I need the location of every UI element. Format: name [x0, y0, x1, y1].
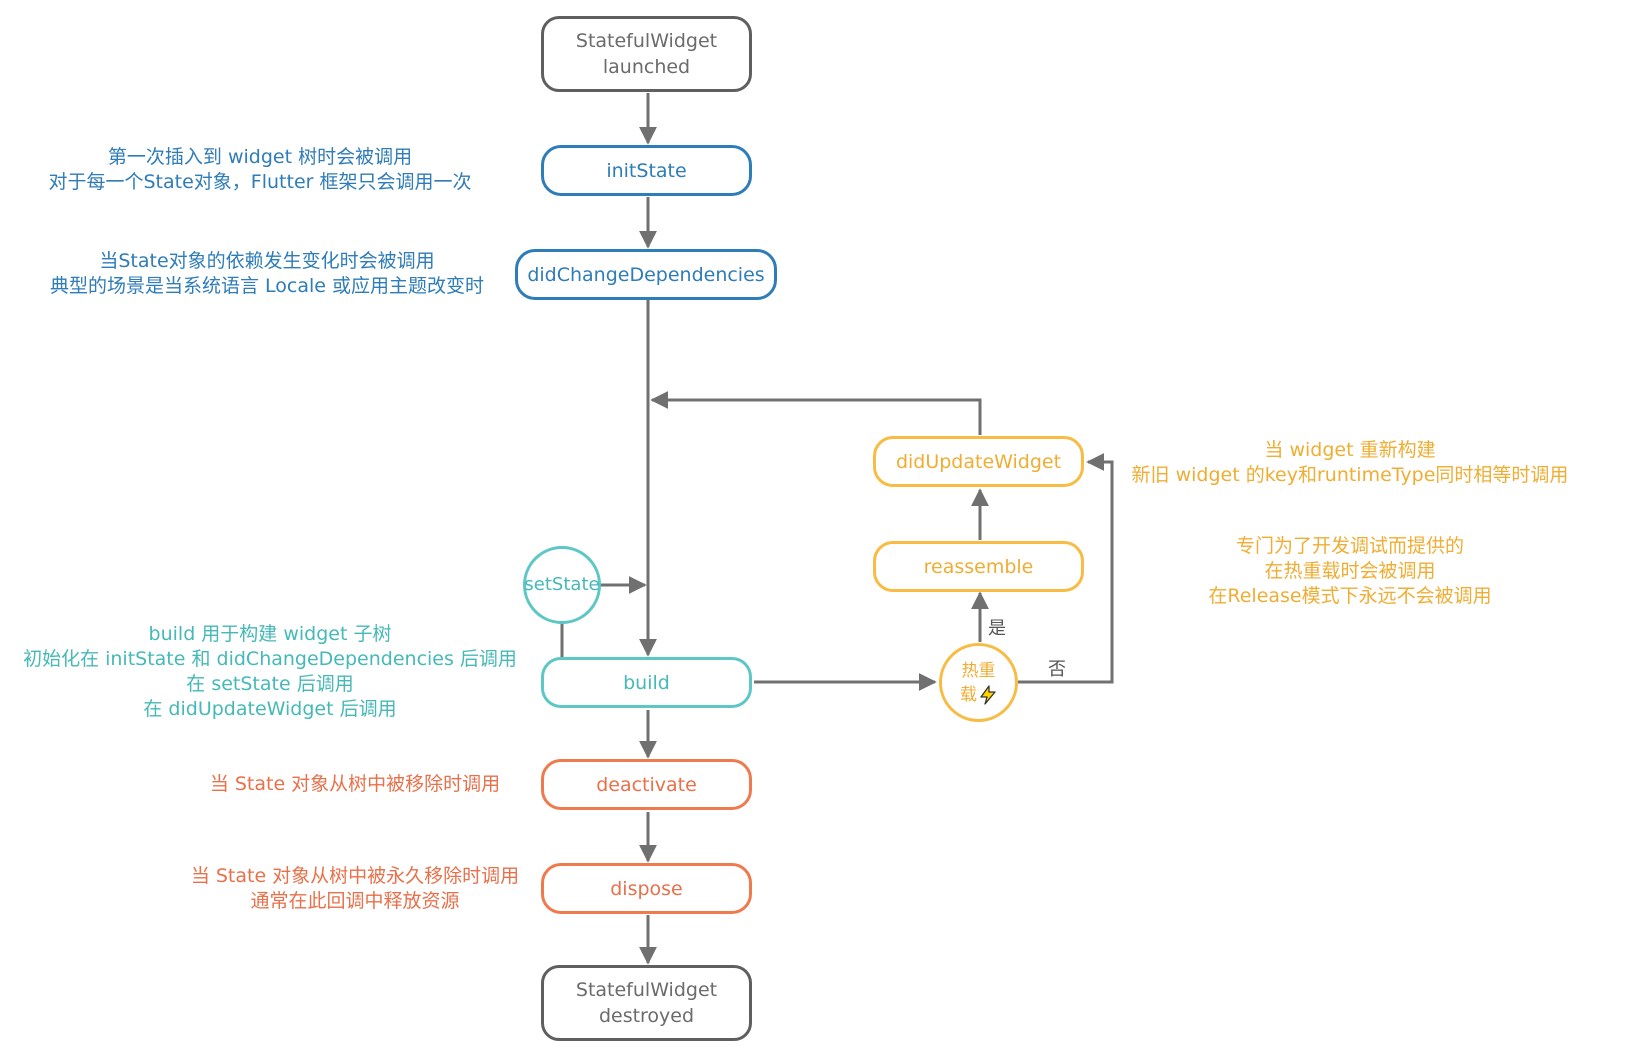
setstate-label: setState: [524, 574, 600, 595]
edge-label-yes: 是: [988, 618, 1006, 639]
edge-label-no: 否: [1048, 659, 1066, 680]
note-dispose-line2: 通常在此回调中释放资源: [250, 890, 460, 912]
note-reassemble-line2: 在热重载时会被调用: [1264, 560, 1436, 582]
node-initstate: initState: [541, 145, 752, 196]
node-didupdatewidget: didUpdateWidget: [873, 436, 1084, 487]
note-dispose-line1: 当 State 对象从树中被永久移除时调用: [190, 865, 520, 887]
note-didupdate-line1: 当 widget 重新构建: [1264, 439, 1436, 461]
reassemble-label: reassemble: [923, 555, 1034, 578]
hot-reload-line2: 载: [960, 683, 997, 707]
hot-reload-line2-text: 载: [960, 684, 977, 705]
note-didchangedependencies: 当State对象的依赖发生变化时会被调用 典型的场景是当系统语言 Locale …: [32, 249, 502, 299]
note-build-line2: 初始化在 initState 和 didChangeDependencies 后…: [23, 648, 517, 670]
note-initstate-line2: 对于每一个State对象，Flutter 框架只会调用一次: [48, 171, 472, 193]
node-setstate: setState: [523, 546, 601, 624]
build-label: build: [623, 671, 670, 694]
note-initstate: 第一次插入到 widget 树时会被调用 对于每一个State对象，Flutte…: [40, 145, 480, 195]
deactivate-label: deactivate: [596, 773, 697, 796]
hot-reload-line1: 热重: [961, 660, 996, 681]
arrow-didupdate-to-main: [650, 391, 982, 435]
note-build: build 用于构建 widget 子树 初始化在 initState 和 di…: [10, 622, 530, 722]
note-initstate-line1: 第一次插入到 widget 树时会被调用: [107, 146, 413, 168]
dispose-label: dispose: [610, 877, 683, 900]
node-build: build: [541, 657, 752, 708]
launched-line1: StatefulWidget: [575, 30, 718, 52]
node-dispose: dispose: [541, 863, 752, 914]
node-didchangedependencies: didChangeDependencies: [515, 249, 777, 300]
note-didchange-line1: 当State对象的依赖发生变化时会被调用: [99, 250, 435, 272]
node-reassemble: reassemble: [873, 541, 1084, 592]
note-build-line3: 在 setState 后调用: [186, 673, 354, 695]
note-build-line1: build 用于构建 widget 子树: [148, 623, 392, 645]
note-deactivate-line1: 当 State 对象从树中被移除时调用: [209, 773, 501, 795]
note-build-line4: 在 didUpdateWidget 后调用: [143, 698, 397, 720]
initstate-label: initState: [606, 159, 687, 182]
node-statefulwidget-destroyed: StatefulWidget destroyed: [541, 965, 752, 1041]
note-didupdatewidget: 当 widget 重新构建 新旧 widget 的key和runtimeType…: [1110, 438, 1590, 488]
note-dispose: 当 State 对象从树中被永久移除时调用 通常在此回调中释放资源: [170, 864, 540, 914]
note-reassemble-line1: 专门为了开发调试而提供的: [1235, 535, 1464, 557]
node-statefulwidget-launched: StatefulWidget launched: [541, 16, 752, 92]
destroyed-line1: StatefulWidget: [575, 979, 718, 1001]
lightning-bolt-icon: [980, 684, 996, 705]
note-didchange-line2: 典型的场景是当系统语言 Locale 或应用主题改变时: [49, 275, 484, 297]
node-hot-reload: 热重 载: [939, 643, 1018, 722]
destroyed-line2: destroyed: [598, 1005, 695, 1027]
node-deactivate: deactivate: [541, 759, 752, 810]
didupdatewidget-label: didUpdateWidget: [895, 450, 1062, 473]
note-didupdate-line2: 新旧 widget 的key和runtimeType同时相等时调用: [1131, 464, 1569, 486]
didchangedependencies-label: didChangeDependencies: [527, 263, 765, 286]
note-deactivate: 当 State 对象从树中被移除时调用: [190, 772, 520, 797]
launched-line2: launched: [602, 56, 691, 78]
note-reassemble-line3: 在Release模式下永远不会被调用: [1208, 585, 1492, 607]
note-reassemble: 专门为了开发调试而提供的 在热重载时会被调用 在Release模式下永远不会被调…: [1180, 534, 1520, 609]
arrow-hotreload-no-to-didupdate: [1018, 453, 1114, 684]
